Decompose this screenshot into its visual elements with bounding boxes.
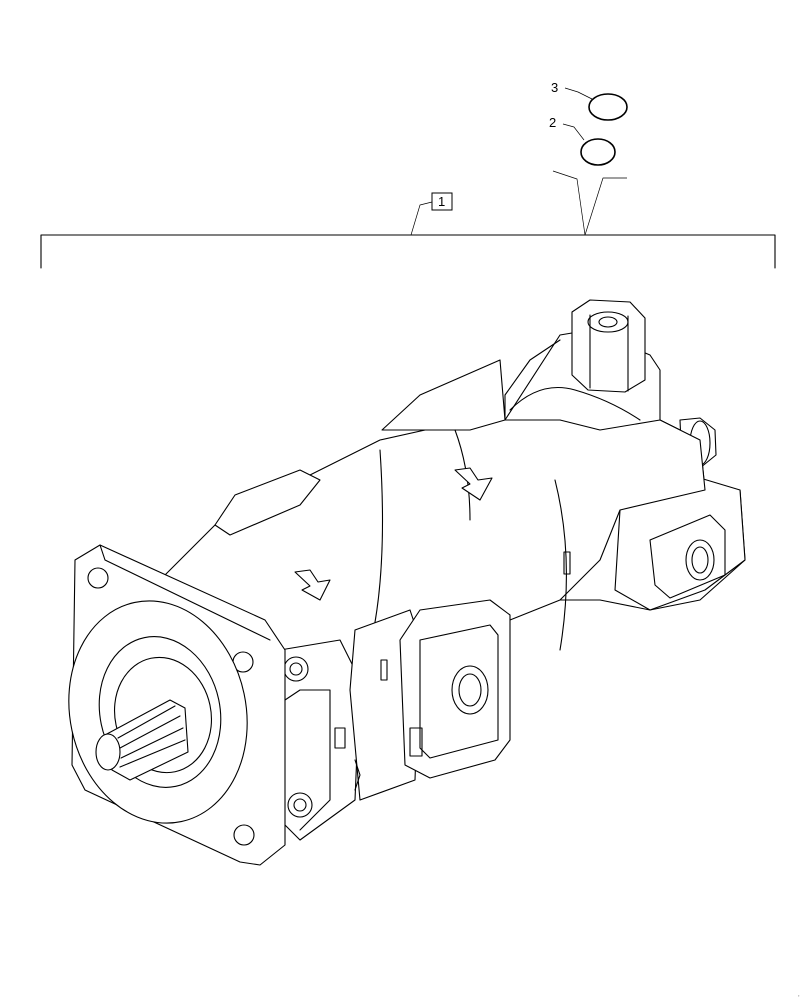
assembly-bracket xyxy=(40,234,776,269)
callout-1[interactable]: 1 xyxy=(410,192,453,236)
spline-tooth xyxy=(120,727,184,759)
spline-tooth xyxy=(119,715,181,749)
callout-3-label: 3 xyxy=(551,80,558,95)
front-port-outer xyxy=(451,665,489,715)
top-rib-front xyxy=(214,469,321,536)
front-port-face xyxy=(419,624,499,759)
seal-leader-left xyxy=(552,170,586,236)
hex-fitting xyxy=(571,299,646,393)
flange-top-edge xyxy=(99,544,271,641)
shaft-end xyxy=(95,733,121,771)
rear-cover-edge xyxy=(504,339,561,421)
bolt-head-inner xyxy=(289,662,303,676)
section-seam xyxy=(554,479,567,651)
bolt-head-inner xyxy=(293,798,307,812)
o-ring-icon xyxy=(588,93,628,121)
front-port-pad xyxy=(399,599,511,779)
o-ring-icon xyxy=(580,138,616,166)
id-tag xyxy=(563,551,571,575)
corner-mark: , xyxy=(798,992,800,998)
pilot-recess xyxy=(98,636,222,788)
callout-1-box xyxy=(431,192,453,211)
callout-2[interactable]: 2 xyxy=(549,115,616,166)
rotation-arrow-icon xyxy=(454,467,493,501)
callout-2-leader xyxy=(562,123,585,141)
id-tag xyxy=(334,727,346,749)
rear-boss-edge xyxy=(509,386,641,421)
spline-tooth xyxy=(119,739,186,768)
front-port-bore xyxy=(458,673,482,707)
hydraulic-gear-pump-icon[interactable] xyxy=(49,299,746,866)
callout-1-label: 1 xyxy=(438,194,445,209)
callout-3-leader xyxy=(564,87,593,100)
rear-port-outer xyxy=(685,539,715,581)
hex-fitting-top xyxy=(587,311,629,333)
callout-3[interactable]: 3 xyxy=(551,80,628,121)
id-tag xyxy=(380,659,388,681)
rear-port-face xyxy=(649,514,726,599)
front-section-edge xyxy=(354,759,361,791)
rear-port-bore xyxy=(691,546,709,574)
front-section-edge xyxy=(284,689,331,831)
id-tag xyxy=(409,727,423,757)
splined-shaft xyxy=(104,699,189,781)
hex-fitting-bore xyxy=(598,316,618,328)
callout-1-leader xyxy=(410,201,433,236)
flange-hole xyxy=(87,567,109,589)
rotation-arrow-icon xyxy=(294,569,331,601)
shaft-seal xyxy=(113,656,213,774)
bolt-head xyxy=(287,792,313,818)
flange-hole xyxy=(233,824,255,846)
spline-tooth xyxy=(117,705,176,739)
top-rib-rear xyxy=(381,359,506,431)
callout-2-label: 2 xyxy=(549,115,556,130)
seal-leader-right xyxy=(584,177,627,236)
